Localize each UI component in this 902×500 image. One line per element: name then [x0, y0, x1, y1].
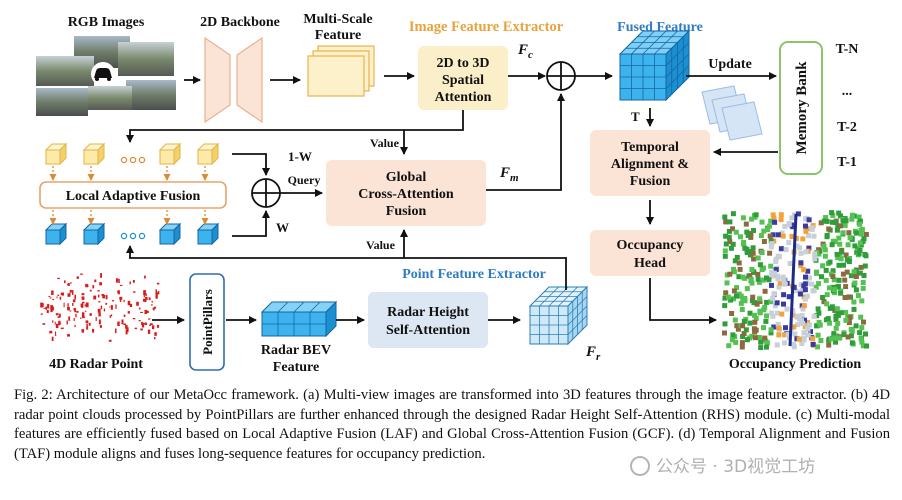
- image-feature-extractor-title: Image Feature Extractor: [409, 19, 564, 35]
- fr-label: Fr: [585, 344, 601, 363]
- occupancy-head-line2: Head: [634, 256, 666, 271]
- figure-caption: Fig. 2: Architecture of our MetaOcc fram…: [14, 387, 890, 462]
- watermark: 公众号 · 3D视觉工坊: [630, 452, 896, 480]
- value-label-top: Value: [370, 136, 400, 150]
- history-feature-planes: [701, 85, 763, 141]
- plus-node-top: [546, 61, 576, 91]
- radar-bev-line1: Radar BEV: [261, 343, 331, 358]
- backbone-group: 2D Backbone: [200, 15, 280, 124]
- wechat-icon: [630, 456, 650, 476]
- spatial-attention-box: 2D to 3D Spatial Attention: [418, 46, 508, 110]
- t-2-label: T-2: [837, 120, 857, 135]
- spatial-attention-line1: 2D to 3D: [437, 56, 490, 71]
- radar-point-label: 4D Radar Point: [49, 357, 143, 372]
- camera-image: [88, 86, 132, 110]
- camera-image: [126, 80, 176, 110]
- radar-height-line2: Self-Attention: [386, 323, 470, 338]
- radar-point-cloud: [40, 273, 160, 342]
- blue-cube-row: [44, 222, 220, 246]
- update-label: Update: [708, 57, 752, 72]
- plus-node-left: [251, 178, 281, 208]
- query-label: Query: [288, 173, 321, 187]
- fused-feature-cube: [618, 29, 691, 102]
- multiscale-feature-group: Multi-Scale Feature: [303, 12, 375, 97]
- flow-arrows: [126, 72, 778, 324]
- pointpillars-label: PointPillars: [200, 289, 215, 355]
- multiscale-label-line1: Multi-Scale: [303, 12, 372, 27]
- pointpillars-box: PointPillars: [189, 273, 225, 371]
- occupancy-head-line1: Occupancy: [617, 238, 684, 253]
- camera-image: [118, 42, 174, 76]
- w-label: W: [276, 220, 289, 235]
- gcf-line2: Cross-Attention: [358, 187, 454, 202]
- backbone-label: 2D Backbone: [200, 15, 280, 30]
- point-feature-extractor-title: Point Feature Extractor: [402, 267, 546, 282]
- occupancy-prediction-label: Occupancy Prediction: [729, 357, 862, 372]
- multiscale-label-line2: Feature: [315, 28, 361, 43]
- spatial-attention-line3: Attention: [435, 90, 492, 105]
- rgb-images-group: RGB Images: [36, 15, 176, 116]
- memory-bank-box: Memory Bank: [779, 41, 823, 175]
- radar-bev-line2: Feature: [273, 360, 319, 375]
- fm-label: Fm: [499, 165, 519, 184]
- temporal-line2: Alignment &: [611, 157, 689, 172]
- gcf-line3: Fusion: [386, 204, 427, 219]
- architecture-figure: RGB Images 2D Backbone Multi-Scale Featu…: [36, 12, 869, 375]
- value-label-bottom: Value: [366, 238, 396, 252]
- occupancy-head-box: Occupancy Head: [590, 230, 710, 276]
- spatial-attention-line2: Spatial: [442, 73, 484, 88]
- temporal-line1: Temporal: [621, 140, 679, 155]
- local-adaptive-fusion-box: Local Adaptive Fusion: [39, 181, 227, 209]
- encoder-trapezoid: [204, 36, 231, 124]
- car-icon: [91, 62, 115, 86]
- yellow-cube-row: [44, 142, 220, 166]
- radar-bev-grid: [260, 300, 338, 338]
- temporal-alignment-box: Temporal Alignment & Fusion: [590, 130, 710, 196]
- camera-image: [36, 88, 88, 116]
- feature-map-stack: [307, 55, 365, 97]
- temporal-line3: Fusion: [630, 174, 671, 189]
- fc-label: Fc: [517, 42, 533, 61]
- occupancy-prediction-image: [722, 210, 869, 351]
- camera-image: [36, 56, 94, 86]
- memory-bank-label: Memory Bank: [794, 61, 810, 155]
- radar-height-line1: Radar Height: [387, 305, 469, 320]
- rgb-images-label: RGB Images: [68, 15, 145, 30]
- ellipsis-label: ...: [842, 84, 853, 99]
- t-marker: T: [631, 109, 640, 124]
- global-cross-attention-box: Global Cross-Attention Fusion: [326, 160, 486, 226]
- t-1-label: T-1: [837, 155, 857, 170]
- watermark-text: 公众号 · 3D视觉工坊: [656, 457, 816, 477]
- t-n-label: T-N: [836, 42, 859, 57]
- laf-label: Local Adaptive Fusion: [66, 189, 201, 204]
- radar-height-box: Radar Height Self-Attention: [368, 292, 488, 348]
- radar-feature-cube: [528, 285, 589, 346]
- one-minus-w-label: 1-W: [288, 149, 312, 164]
- decoder-trapezoid: [236, 36, 263, 124]
- gcf-line1: Global: [386, 170, 427, 185]
